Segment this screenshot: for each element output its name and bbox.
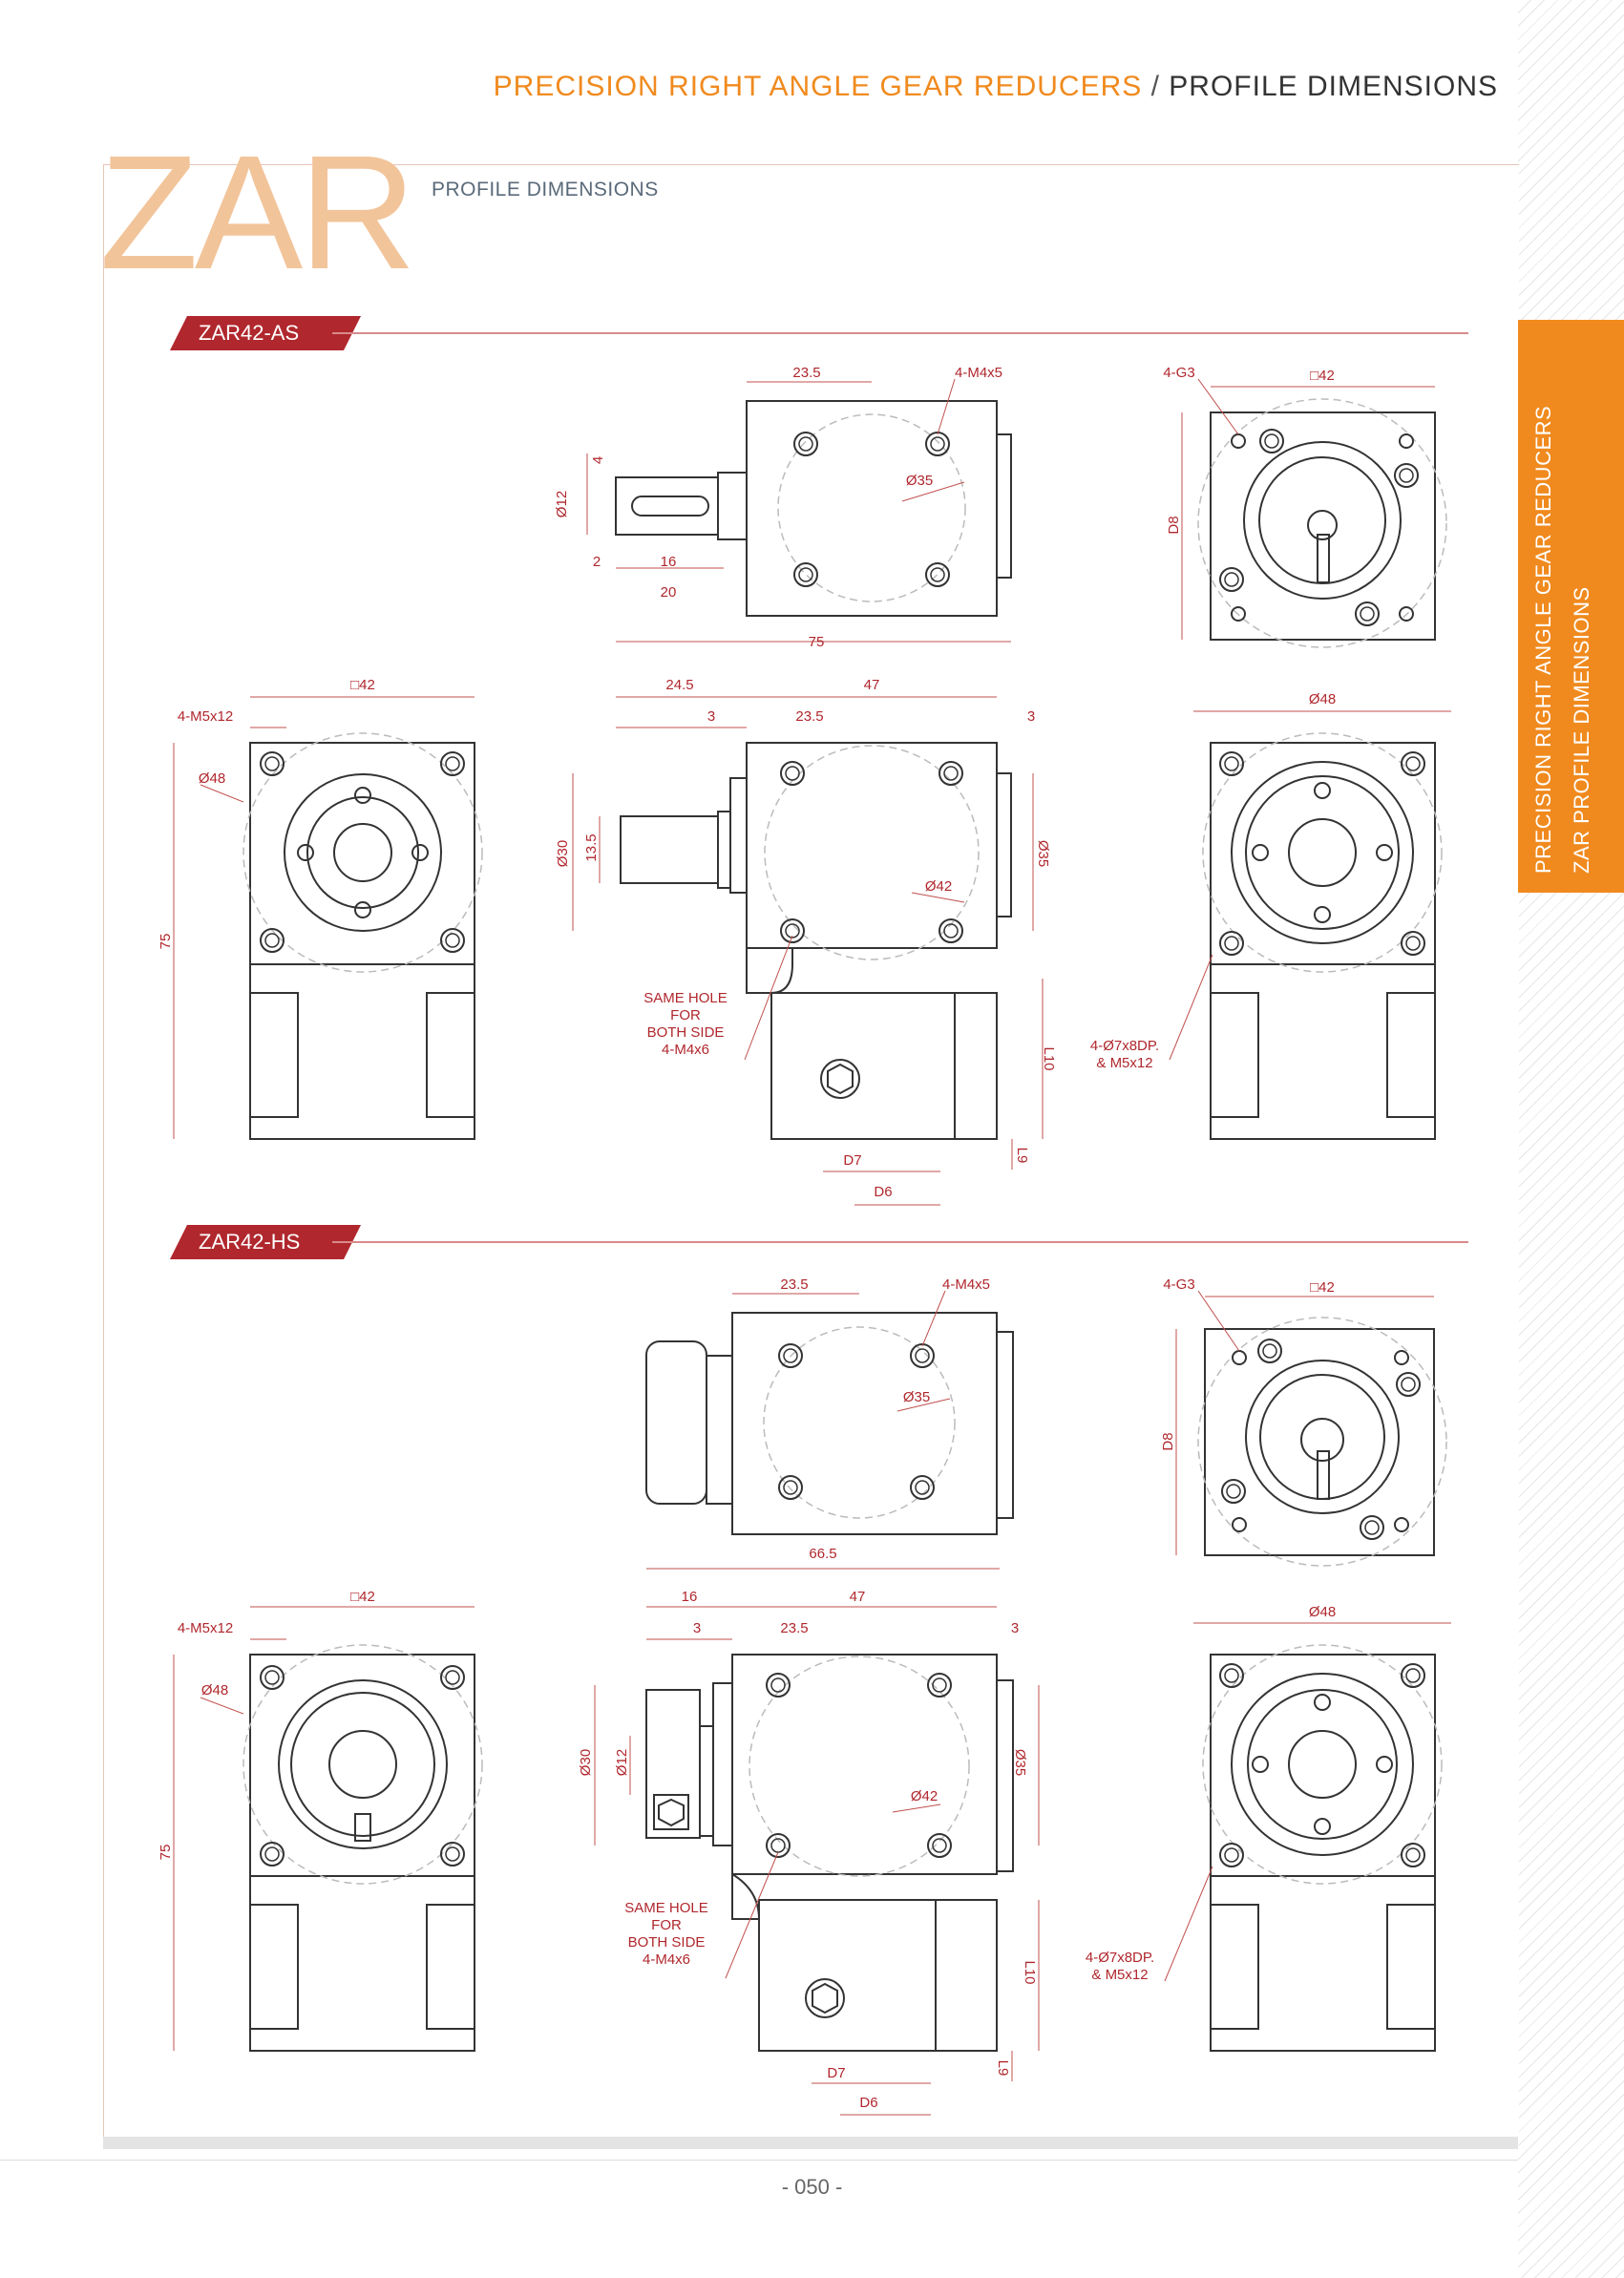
dim-label: 4-M5x12 [178,1620,233,1636]
dim-label: 16 [661,554,677,570]
dim-label: □42 [1310,368,1335,384]
dim-label: D8 [1160,1432,1176,1450]
note-line: 4-Ø7x8DP. [1086,1950,1154,1966]
dim-label: Ø42 [925,878,952,895]
dim-label: □42 [350,1589,375,1605]
dim-label: L9 [1014,1148,1030,1164]
dimension-lines [586,378,1011,643]
footer-divider [0,2160,1518,2161]
dim-label: 3 [693,1620,701,1636]
dim-label: Ø30 [578,1749,594,1776]
dim-label: 23.5 [792,365,820,381]
content-frame [103,164,1519,2146]
dim-label: □42 [1310,1279,1335,1296]
dim-label: 23.5 [795,708,823,725]
drawing-hs-end-view [1197,1317,1447,1567]
note-line: BOTH SIDE [628,1934,706,1951]
header-separator: / [1150,71,1160,102]
dim-label: 4-G3 [1163,1276,1194,1293]
dim-label: 2 [593,554,601,570]
dim-label: 4-M5x12 [178,708,233,725]
dimension-labels: 23.5 4-M4x5 Ø35 4 Ø12 2 16 20 75 4-G3 □4… [158,365,1336,2111]
dim-label: □42 [350,677,375,693]
dim-label: 75 [158,934,174,950]
note-line: SAME HOLE [624,1900,708,1916]
section-rule [332,1241,1468,1243]
dim-label: 13.5 [583,833,600,861]
note-line: FOR [651,1917,682,1933]
drawing-hs-front-view [243,1644,483,2052]
dim-label: Ø48 [201,1682,228,1698]
drawing-as-end-view [1197,398,1447,648]
dim-label: L10 [1041,1046,1057,1070]
dim-label: Ø35 [903,1389,930,1405]
footer-bar [103,2137,1518,2149]
section-rule [332,332,1468,334]
page-number: - 050 - [781,2175,843,2199]
dim-label: 47 [864,677,880,693]
dim-label: Ø48 [199,770,225,787]
dim-label: 3 [1027,708,1035,725]
note-line: & M5x12 [1091,1967,1148,1983]
dim-label: Ø35 [1012,1749,1028,1776]
section-title-zar42-hs: ZAR42-HS [170,1225,361,1259]
dim-label: 23.5 [780,1276,808,1293]
drawing-as-side-view [615,400,1012,617]
note-line: 4-M4x6 [662,1042,709,1058]
dim-label: D6 [859,2095,877,2111]
dim-label: 20 [661,584,677,601]
dim-label: L9 [995,2060,1011,2077]
dim-label: Ø12 [554,491,570,517]
note-line: BOTH SIDE [647,1024,725,1041]
drawing-hs-side-view-2 [645,1654,1014,2052]
section-title-zar42-as: ZAR42-AS [170,316,361,350]
dim-label: D8 [1166,516,1182,534]
dim-label: 23.5 [780,1620,808,1636]
drawing-as-front-view [243,732,483,1140]
dim-label: L10 [1022,1960,1038,1984]
dim-label: 66.5 [809,1546,836,1562]
drawing-as-end-view-2 [1202,732,1443,1140]
dim-label: 4-M4x5 [942,1276,990,1293]
note-line: 4-Ø7x8DP. [1090,1038,1159,1054]
drawing-as-side-view-2 [620,742,1012,1140]
dim-label: 47 [850,1589,866,1605]
note-line: SAME HOLE [643,990,728,1006]
dim-label: Ø35 [906,473,933,489]
dim-label: Ø48 [1309,1604,1336,1620]
dim-label: Ø30 [555,840,571,867]
drawing-hs-side-view [645,1312,1014,1535]
page-header: PRECISION RIGHT ANGLE GEAR REDUCERS / PR… [494,71,1498,103]
dim-label: 75 [809,634,825,650]
dim-label: 4-M4x5 [955,365,1002,381]
dim-label: 4-G3 [1163,365,1194,381]
dim-label: 3 [1011,1620,1019,1636]
header-category: PRECISION RIGHT ANGLE GEAR REDUCERS [493,71,1143,102]
dim-label: Ø48 [1309,691,1336,707]
note-line: 4-M4x6 [643,1951,690,1968]
dim-label: 16 [682,1589,698,1605]
drawing-hs-end-view-2 [1202,1644,1443,2052]
dim-label: D7 [843,1152,861,1169]
note-line: FOR [670,1007,701,1023]
dim-label: 75 [158,1845,174,1861]
dim-label: Ø12 [614,1749,630,1776]
dim-label: Ø35 [1035,840,1051,867]
dim-label: D6 [874,1184,892,1200]
dim-label: 4 [590,456,606,464]
dim-label: D7 [827,2065,845,2081]
header-title: PROFILE DIMENSIONS [1169,71,1498,102]
side-chapter-tab: PRECISION RIGHT ANGLE GEAR REDUCERS ZAR … [1518,320,1624,893]
dim-label: 3 [707,708,715,725]
note-line: & M5x12 [1096,1055,1152,1071]
brand-logo-text: ZAR [99,122,416,304]
brand-subtitle: PROFILE DIMENSIONS [432,179,659,200]
dim-label: Ø42 [911,1788,938,1804]
dim-label: 24.5 [665,677,693,693]
